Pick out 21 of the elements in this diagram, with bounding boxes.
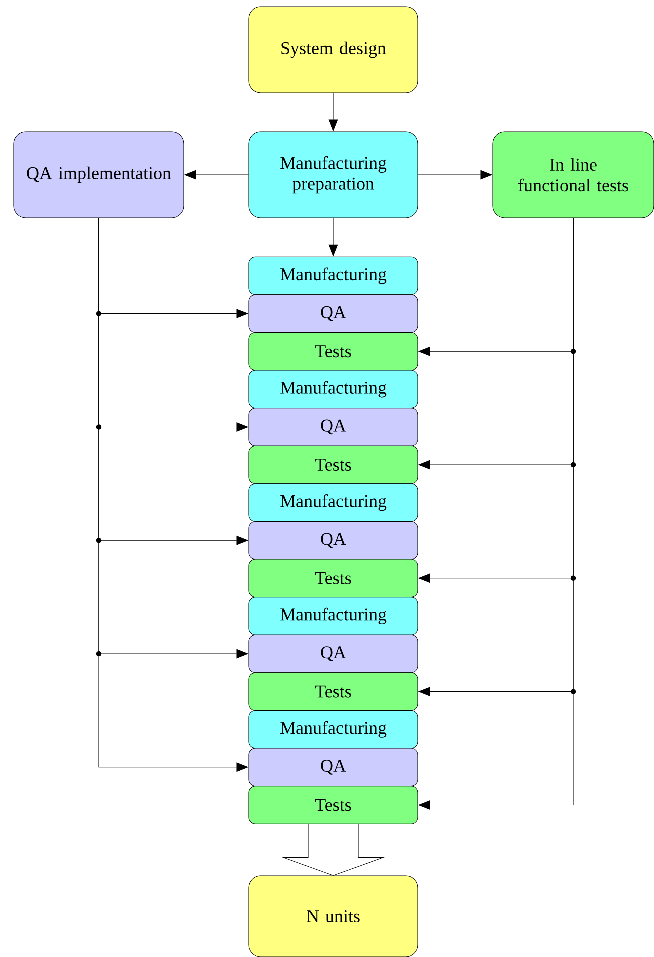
qa-box: QA [248,408,418,446]
process-box: Manufacturing [248,597,418,636]
process-box: Manufacturing [248,256,418,296]
test-box: Tests [248,786,418,824]
test-box: In line functional tests [492,132,654,218]
qa-box: QA [248,634,418,674]
test-box: Tests [248,559,418,598]
test-box: Tests [248,332,418,371]
qa-box: QA implementation [14,132,184,218]
result-box: N units [248,876,418,957]
qa-box: QA [248,294,418,333]
qa-box: QA [248,748,418,787]
process-box: Manufacturing preparation [248,132,418,218]
test-box: Tests [248,446,418,484]
block-arrow [282,824,386,876]
process-box: Manufacturing [248,484,418,522]
test-box: Tests [248,672,418,711]
process-box: Manufacturing [248,370,418,409]
qa-box: QA [248,521,418,560]
process-box: Manufacturing [248,710,418,749]
design-box: System design [248,6,418,94]
